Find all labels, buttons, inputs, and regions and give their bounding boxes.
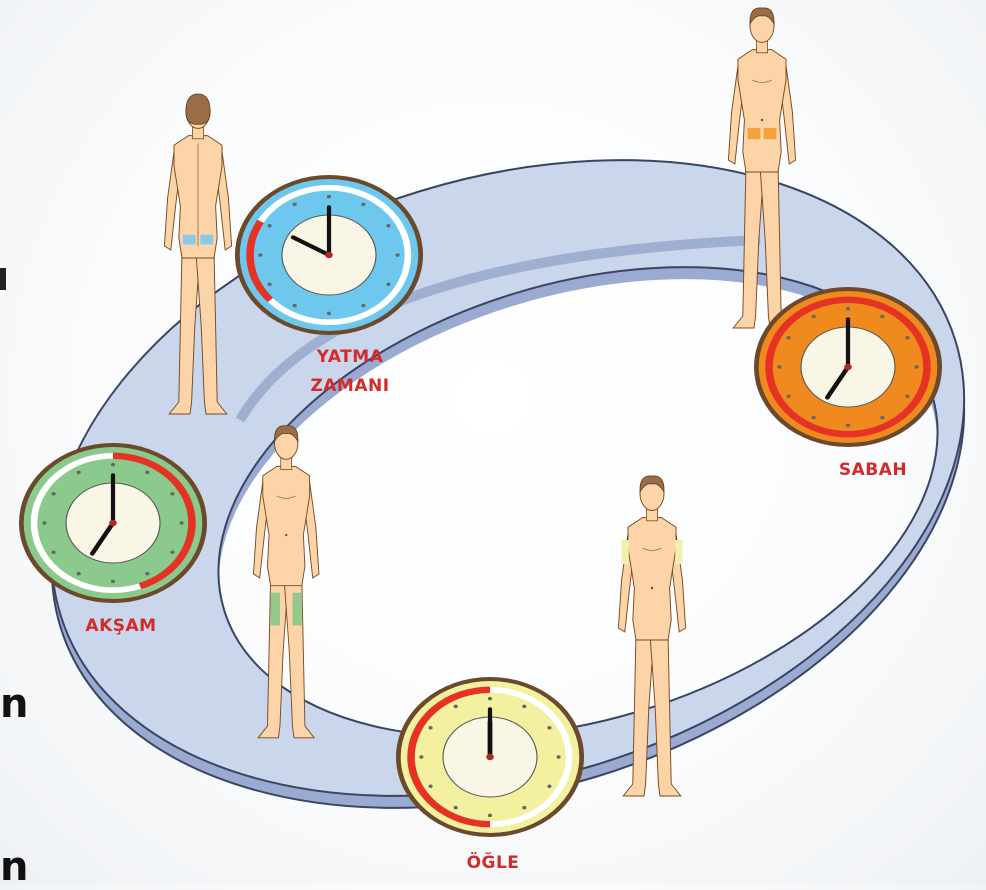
clock-face xyxy=(396,677,584,837)
morning-clock-icon xyxy=(754,287,942,447)
clock-tick xyxy=(77,572,81,576)
edge-mark xyxy=(0,268,6,290)
clock-tick xyxy=(327,312,331,316)
clock-tick xyxy=(170,550,174,554)
clock-tick xyxy=(111,463,115,467)
torso xyxy=(628,518,676,640)
injection-site-left xyxy=(748,128,761,139)
clock-pin xyxy=(844,364,852,370)
noon-clock-icon xyxy=(396,677,584,837)
clock-tick xyxy=(327,195,331,199)
bedtime-label-line1: YATMA xyxy=(316,347,384,367)
clock-tick xyxy=(787,394,791,398)
navel xyxy=(285,534,287,536)
injection-site-left xyxy=(271,593,280,626)
clock-tick xyxy=(812,315,816,319)
clock-tick xyxy=(812,416,816,420)
clock-tick xyxy=(905,394,909,398)
clock-tick xyxy=(145,572,149,576)
clock-face xyxy=(19,443,207,603)
clock-tick xyxy=(454,806,458,810)
edge-glyph-2: n xyxy=(0,847,28,887)
clock-tick xyxy=(915,365,919,369)
morning-label: SABAH xyxy=(839,460,907,480)
clock-tick xyxy=(293,304,297,308)
clock-tick xyxy=(557,755,561,759)
clock-tick xyxy=(429,726,433,730)
clock-tick xyxy=(454,705,458,709)
clock-face xyxy=(235,175,423,335)
clock-tick xyxy=(386,224,390,228)
noon-label: ÖĞLE xyxy=(467,851,520,873)
clock-tick xyxy=(268,224,272,228)
injection-site-left xyxy=(183,235,196,245)
injection-site-right xyxy=(675,540,682,564)
edge-glyph-1: n xyxy=(0,684,28,724)
injection-site-right xyxy=(292,593,301,626)
injection-site-right xyxy=(764,128,777,139)
clock-tick xyxy=(52,492,56,496)
injection-site-right xyxy=(200,235,213,245)
torso xyxy=(738,50,786,172)
clock-tick xyxy=(42,521,46,525)
clock-tick xyxy=(522,705,526,709)
torso xyxy=(263,466,310,585)
clock-tick xyxy=(361,203,365,207)
clock-tick xyxy=(258,253,262,257)
clock-tick xyxy=(145,471,149,475)
hair xyxy=(186,94,210,124)
clock-pin xyxy=(325,252,333,258)
injection-site-left xyxy=(622,540,629,564)
clock-tick xyxy=(905,336,909,340)
clock-tick xyxy=(52,550,56,554)
clock-pin xyxy=(109,520,117,526)
evening-label: AKŞAM xyxy=(85,616,156,636)
clock-tick xyxy=(396,253,400,257)
clock-tick xyxy=(547,784,551,788)
clock-tick xyxy=(361,304,365,308)
clock-tick xyxy=(846,307,850,311)
clock-tick xyxy=(522,806,526,810)
clock-pin xyxy=(486,754,494,760)
navel xyxy=(651,587,653,589)
clock-face xyxy=(754,287,942,447)
clock-tick xyxy=(386,282,390,286)
clock-tick xyxy=(787,336,791,340)
clock-tick xyxy=(170,492,174,496)
clock-tick xyxy=(488,697,492,701)
clock-tick xyxy=(293,203,297,207)
clock-tick xyxy=(880,416,884,420)
clock-tick xyxy=(180,521,184,525)
bedtime-label-line2: ZAMANI xyxy=(310,376,389,396)
clock-tick xyxy=(419,755,423,759)
clock-tick xyxy=(880,315,884,319)
clock-tick xyxy=(429,784,433,788)
clock-tick xyxy=(846,424,850,428)
clock-tick xyxy=(111,580,115,584)
navel xyxy=(761,119,763,121)
bedtime-clock-icon xyxy=(235,175,423,335)
clock-tick xyxy=(777,365,781,369)
clock-tick xyxy=(488,814,492,818)
evening-clock-icon xyxy=(19,443,207,603)
clock-tick xyxy=(268,282,272,286)
clock-tick xyxy=(77,471,81,475)
clock-tick xyxy=(547,726,551,730)
